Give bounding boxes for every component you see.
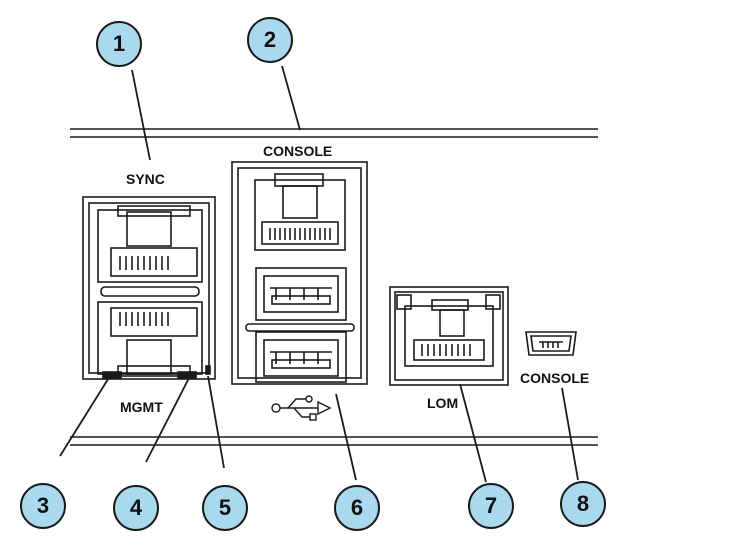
usb-a-port-upper <box>255 267 347 321</box>
chassis-top-rail <box>70 128 598 138</box>
mgmt-label: MGMT <box>120 399 163 415</box>
mgmt-rj45-port <box>97 301 203 377</box>
mgmt-led-left <box>102 371 122 379</box>
leader-lines <box>59 65 579 483</box>
lom-rj45-port <box>389 286 509 386</box>
console-mini-label: CONSOLE <box>520 370 590 386</box>
mgmt-led-right <box>177 371 197 379</box>
chassis-bottom-rail <box>70 436 598 446</box>
usb-a-port-lower <box>255 331 347 383</box>
callout-3: 3 <box>20 483 66 529</box>
console-top-label: CONSOLE <box>263 143 333 159</box>
callout-4: 4 <box>113 485 159 531</box>
usb-icon <box>271 395 332 421</box>
callout-6: 6 <box>334 485 380 531</box>
console-rj45-port <box>254 173 346 251</box>
console-usb-module <box>231 161 368 385</box>
lom-led-left <box>396 294 412 310</box>
callout-7: 7 <box>468 483 514 529</box>
sync-rj45-port <box>97 205 203 283</box>
callout-2: 2 <box>247 17 293 63</box>
callout-1: 1 <box>96 21 142 67</box>
sync-label: SYNC <box>126 171 165 187</box>
mini-usb-console-port <box>525 331 577 356</box>
callout-5: 5 <box>202 485 248 531</box>
callout-8: 8 <box>560 481 606 527</box>
mgmt-indicator-led <box>205 365 211 375</box>
lom-label: LOM <box>427 395 459 411</box>
sync-mgmt-port-module <box>82 196 216 380</box>
